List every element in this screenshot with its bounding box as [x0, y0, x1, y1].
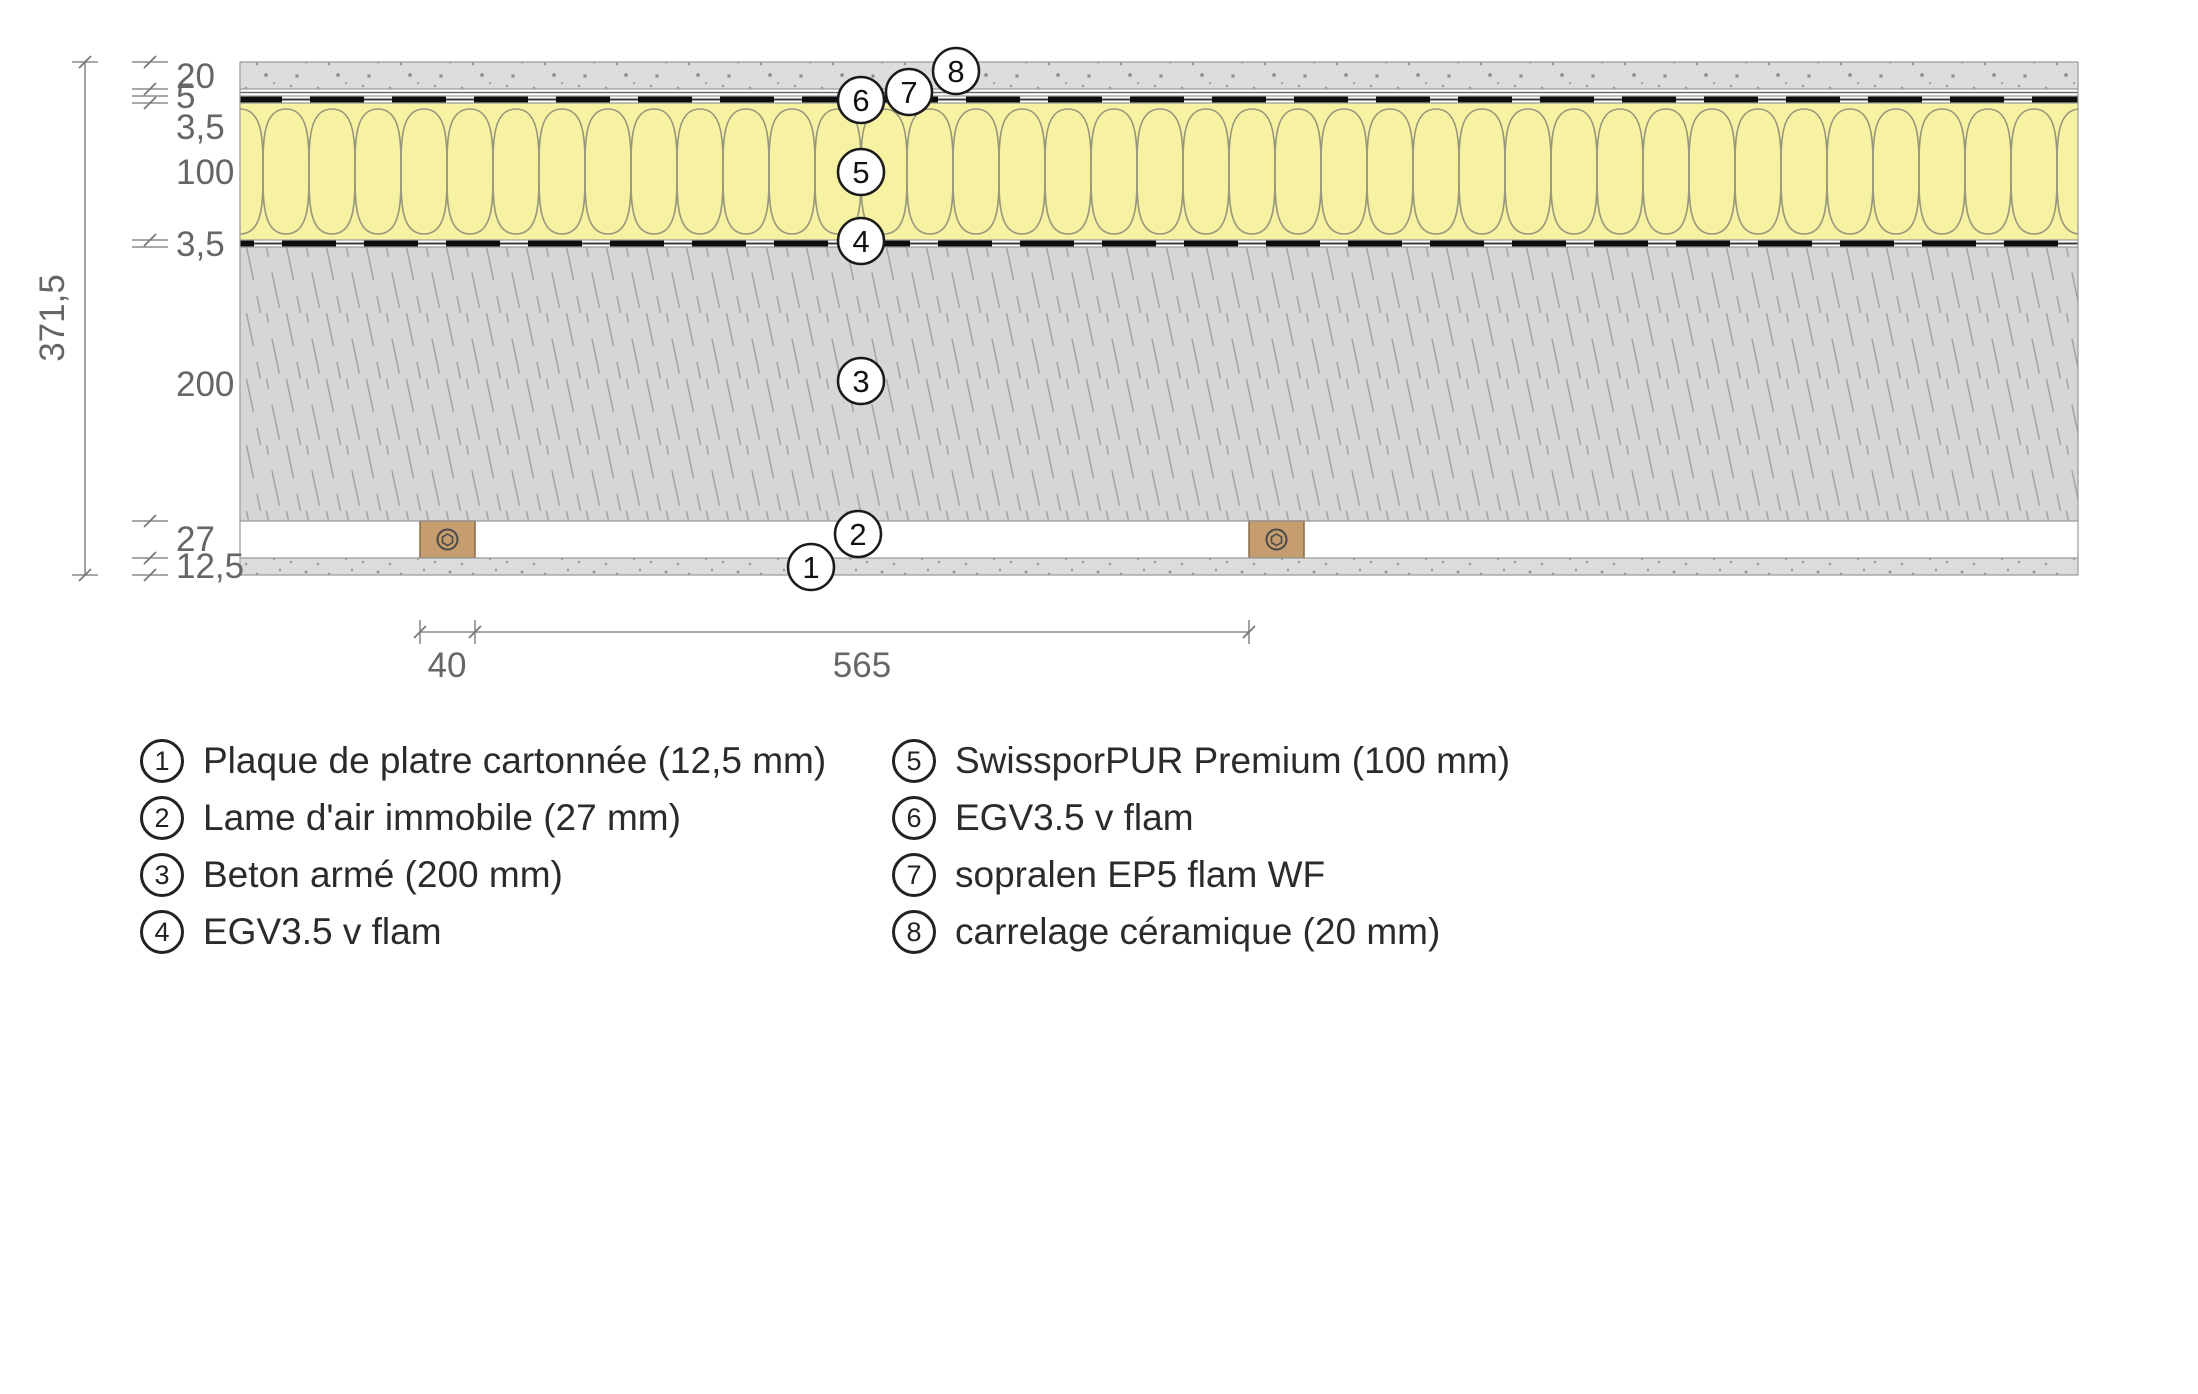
callout-1: 1 [786, 542, 836, 592]
dim-label-airgap: 27 [176, 520, 215, 559]
legend-num-1: 1 [140, 739, 184, 783]
svg-text:4: 4 [852, 224, 869, 259]
legend-label-sopralen: sopralen EP5 flam WF [955, 854, 1326, 895]
callout-bubbles: 1 2 3 4 5 6 7 8 [786, 46, 981, 592]
legend-num-8: 8 [892, 910, 936, 954]
fastener-icon [1265, 528, 1288, 551]
dim-label-tile: 20 [176, 57, 215, 96]
dim-label-plaster: 12,5 [176, 547, 244, 586]
svg-text:6: 6 [852, 83, 869, 118]
svg-text:1: 1 [802, 550, 819, 585]
cross-section-diagram: 371,5 20 5 3,5 100 3,5 200 27 12,5 [33, 46, 2079, 685]
legend-label-ceramic-tile: carrelage céramique (20 mm) [955, 911, 1441, 952]
legend-num-7: 7 [892, 853, 936, 897]
legend-num-3: 3 [140, 853, 184, 897]
legend-item-1: 1 Plaque de platre cartonnée (12,5 mm) [140, 739, 892, 783]
legend-label-air-gap: Lame d'air immobile (27 mm) [203, 797, 681, 838]
legend-column-2: 5 SwissporPUR Premium (100 mm) 6 EGV3.5 … [892, 739, 1510, 967]
layer-ceramic-tile [240, 62, 2078, 89]
dim-total-label: 371,5 [33, 274, 72, 362]
legend-item-4: 4 EGV3.5 v flam [140, 910, 892, 954]
legend-label-egv-lower: EGV3.5 v flam [203, 911, 442, 952]
legend-label-concrete: Beton armé (200 mm) [203, 854, 563, 895]
overall-dimension: 371,5 [33, 55, 98, 582]
svg-text:7: 7 [900, 75, 917, 110]
legend-item-6: 6 EGV3.5 v flam [892, 796, 1510, 840]
dim-batten-spacing: 565 [833, 646, 891, 685]
wood-batten-right [1248, 520, 1305, 559]
dim-label-concrete: 200 [176, 365, 234, 404]
legend-item-5: 5 SwissporPUR Premium (100 mm) [892, 739, 1510, 783]
wood-batten-left [419, 520, 476, 559]
callout-3: 3 [836, 356, 886, 406]
dim-label-sopralen: 5 [176, 77, 195, 116]
layer-stack [239, 61, 2079, 576]
legend-item-3: 3 Beton armé (200 mm) [140, 853, 892, 897]
legend-item-7: 7 sopralen EP5 flam WF [892, 853, 1510, 897]
callout-8: 8 [931, 46, 981, 96]
layer-air-gap [240, 520, 2078, 559]
legend-num-2: 2 [140, 796, 184, 840]
legend-label-insulation: SwissporPUR Premium (100 mm) [955, 740, 1511, 781]
legend-num-4: 4 [140, 910, 184, 954]
legend-column-1: 1 Plaque de platre cartonnée (12,5 mm) 2… [140, 739, 892, 967]
legend-num-5: 5 [892, 739, 936, 783]
construction-detail-page: 371,5 20 5 3,5 100 3,5 200 27 12,5 [33, 46, 2198, 967]
callout-5: 5 [836, 147, 886, 197]
legend-item-2: 2 Lame d'air immobile (27 mm) [140, 796, 892, 840]
layer-dimensions: 20 5 3,5 100 3,5 200 27 12,5 [132, 55, 244, 586]
bottom-dimension: 40 565 [413, 620, 1256, 685]
svg-text:3: 3 [852, 364, 869, 399]
layer-insulation [240, 103, 2078, 240]
callout-6: 6 [836, 75, 886, 125]
legend: 1 Plaque de platre cartonnée (12,5 mm) 2… [140, 739, 2198, 967]
legend-label-egv-upper: EGV3.5 v flam [955, 797, 1194, 838]
legend-num-6: 6 [892, 796, 936, 840]
legend-item-8: 8 carrelage céramique (20 mm) [892, 910, 1510, 954]
svg-text:2: 2 [849, 517, 866, 552]
layer-boundaries [239, 61, 2079, 576]
dim-batten-width: 40 [428, 646, 467, 685]
dim-label-egv-top: 3,5 [176, 108, 225, 147]
layer-concrete [240, 247, 2078, 521]
dim-label-insulation: 100 [176, 153, 234, 192]
svg-text:5: 5 [852, 155, 869, 190]
dim-label-egv-mid: 3,5 [176, 225, 225, 264]
dim-ticks [132, 55, 168, 582]
legend-label-plasterboard: Plaque de platre cartonnée (12,5 mm) [203, 740, 827, 781]
callout-7: 7 [884, 67, 934, 117]
svg-text:8: 8 [947, 54, 964, 89]
callout-2: 2 [833, 509, 883, 559]
layer-plasterboard [240, 558, 2078, 575]
callout-4: 4 [836, 216, 886, 266]
fastener-icon [436, 528, 459, 551]
